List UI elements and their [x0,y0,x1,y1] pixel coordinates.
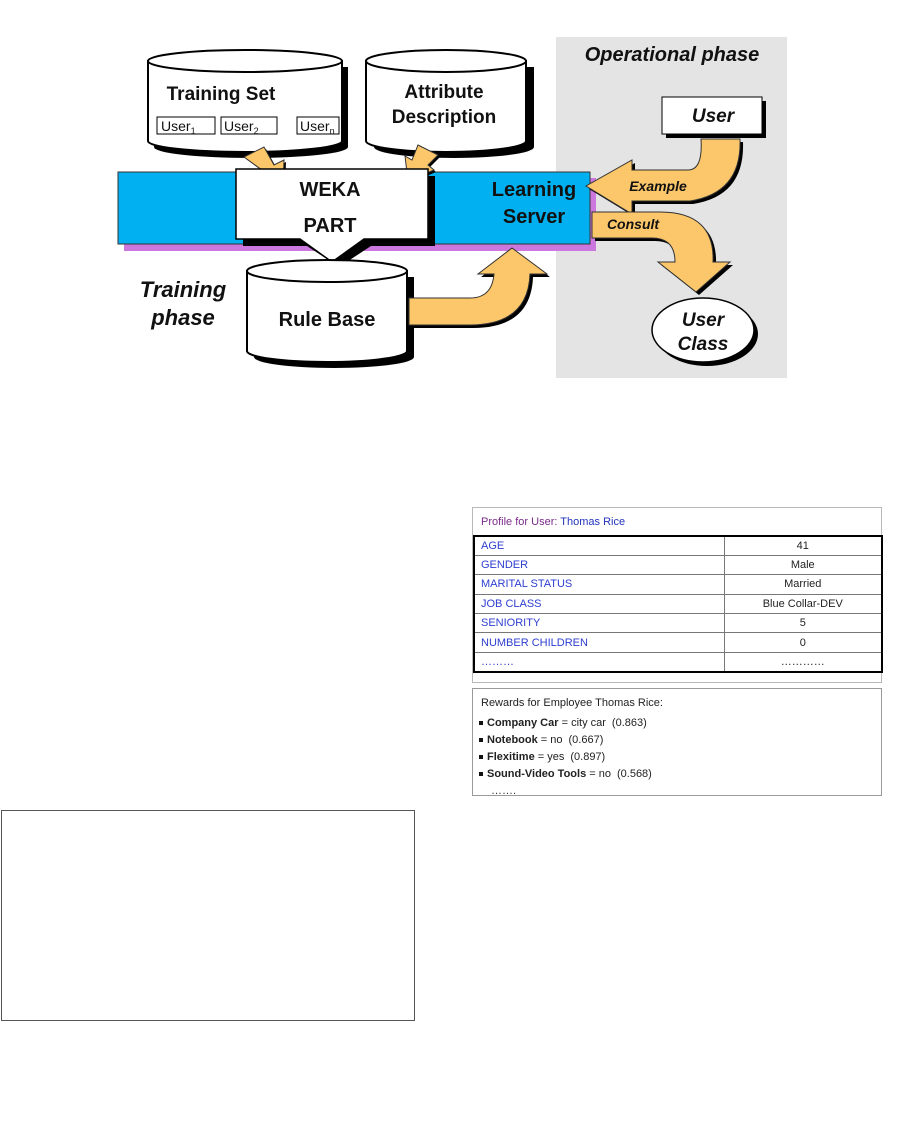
training-phase-label-1: Training [140,277,227,302]
reward-name: Company Car [487,717,559,729]
reward-value: = no [540,734,563,746]
consult-arrow: Consult [591,211,733,295]
training-set-label: Training Set [167,84,276,105]
profile-attribute: ……… [473,651,725,673]
reward-value: = city car [561,717,606,729]
profile-value: Married [723,574,883,595]
profile-value: Male [723,554,883,576]
profile-attribute: JOB CLASS [473,593,725,615]
profile-attribute: MARITAL STATUS [473,574,725,595]
description-label: Description [392,107,497,128]
profile-value: 0 [723,632,883,653]
reward-name: Notebook [487,734,538,746]
reward-value: = yes [537,751,565,763]
rewards-title: Rewards for Employee Thomas Rice: [481,697,663,709]
user-2-label: User [224,118,254,134]
profile-attribute: NUMBER CHILDREN [473,632,725,653]
user-1-label: User [161,118,191,134]
attribute-description-cylinder: Attribute Description [365,49,534,158]
reward-name: Sound-Video Tools [487,768,587,780]
rule-base-label: Rule Base [279,309,376,331]
rewards-list: Company Car = city car (0.863) Notebook = … [479,715,652,800]
reward-item: Company Car = city car (0.863) [479,715,652,732]
weka-label: WEKA [299,179,360,201]
consult-label: Consult [607,216,660,232]
empty-frame [1,810,415,1021]
bullet-icon [479,738,483,743]
reward-item: Sound-Video Tools = no (0.568) [479,766,652,783]
rule-base-to-server-arrow [408,247,550,328]
reward-item: Flexitime = yes (0.897) [479,749,652,766]
user-box: User [661,96,766,138]
weka-part-arrow: WEKA PART [235,168,435,267]
user-class-label-1: User [682,310,726,331]
profile-value: 41 [723,535,883,556]
svg-text:User1: User1 [161,118,196,136]
learning-server-label-2: Server [503,206,565,228]
training-phase-label-2: phase [150,305,215,330]
reward-item: Notebook = no (0.667) [479,732,652,749]
rule-base-cylinder: Rule Base [246,259,414,368]
reward-name: Flexitime [487,751,535,763]
example-arrow: Example [585,138,744,217]
reward-confidence: (0.897) [570,751,606,763]
reward-confidence: (0.667) [568,734,604,746]
bullet-icon [479,755,483,760]
rewards-more: ……. [491,785,517,797]
profile-value: 5 [723,613,883,634]
attribute-label: Attribute [404,82,483,103]
reward-confidence: (0.568) [616,768,652,780]
user-n-label: User [300,118,330,134]
user-class-label-2: Class [678,334,729,355]
profile-attribute: SENIORITY [473,613,725,634]
operational-phase-label: Operational phase [585,44,760,66]
bullet-icon [479,721,483,726]
rewards-panel: Rewards for Employee Thomas Rice: Compan… [472,688,882,797]
training-set-cylinder: Training Set User1 User2 Usern [147,49,348,158]
profile-user-name: Thomas Rice [560,516,626,528]
profile-attribute: AGE [473,535,725,556]
profile-title: Profile for User: Thomas Rice [481,516,626,528]
learning-server-label-1: Learning [492,179,576,201]
architecture-diagram: Operational phase Learning Server Traini… [117,37,787,378]
example-label: Example [629,178,687,194]
profile-attribute: GENDER [473,554,725,576]
user-class-ellipse: User Class [651,297,758,366]
reward-value: = no [589,768,611,780]
profile-value: ………… [723,651,883,673]
profile-value: Blue Collar-DEV [723,593,883,615]
reward-confidence: (0.863) [611,717,647,729]
user-label: User [692,106,736,127]
part-label: PART [304,215,357,237]
svg-text:Usern: Usern [300,118,335,136]
bullet-icon [479,772,483,777]
profile-row: ………………… [473,651,883,673]
svg-text:User2: User2 [224,118,259,136]
